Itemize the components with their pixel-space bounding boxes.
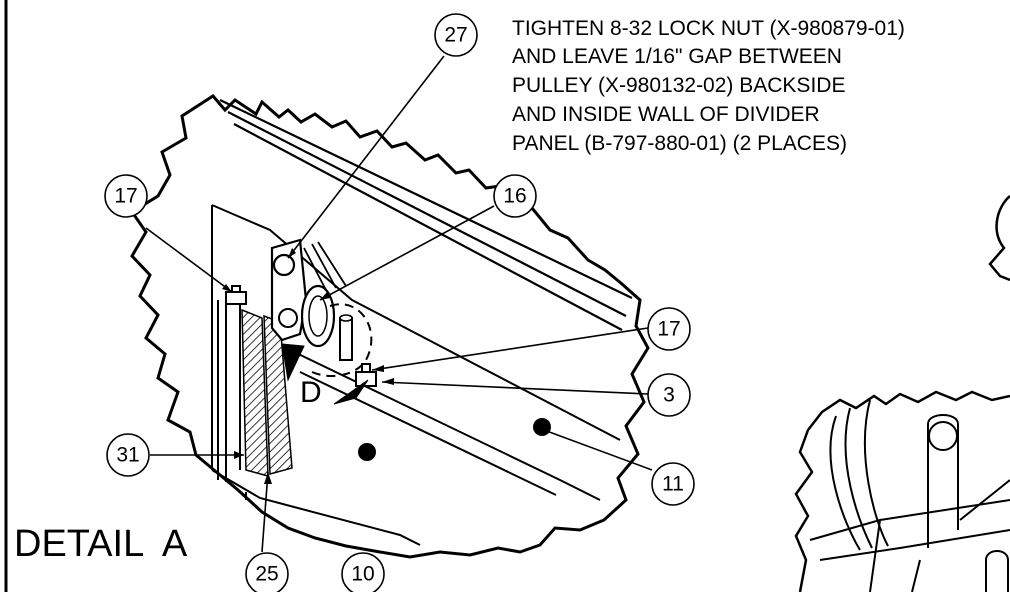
detail-d-label: D	[300, 376, 322, 409]
detail-d-circle	[311, 303, 373, 377]
callout-10-label: 10	[351, 563, 374, 586]
detail-d-arrow-2	[333, 379, 369, 405]
callout-25: 25	[245, 552, 289, 592]
divider-panel	[211, 204, 621, 546]
leader-lines	[145, 55, 653, 553]
assembly-note: TIGHTEN 8-32 LOCK NUT (X-980879-01) AND …	[512, 17, 905, 155]
panel-hole-11	[533, 418, 551, 436]
callout-31: 31	[106, 433, 150, 477]
lock-nut-right	[355, 363, 377, 387]
panel-hole-10	[358, 443, 376, 461]
lock-nut-left	[225, 285, 247, 305]
post	[339, 317, 353, 361]
callout-16: 16	[493, 174, 537, 218]
callout-16-label: 16	[503, 185, 526, 208]
detail-title: DETAIL A	[14, 523, 188, 565]
right-figure-post-top	[928, 421, 958, 451]
callout-11-label: 11	[662, 473, 684, 496]
callout-31-label: 31	[116, 444, 139, 467]
callout-25-label: 25	[255, 563, 278, 586]
top-rail	[219, 99, 633, 331]
callout-3-label: 3	[663, 384, 675, 407]
note-line-4: AND INSIDE WALL OF DIVIDER	[512, 103, 820, 126]
note-line-2: AND LEAVE 1/16" GAP BETWEEN	[512, 45, 842, 68]
hatched-section-2	[263, 314, 293, 475]
right-figure-outline	[794, 195, 1010, 592]
pulley-inner	[308, 295, 328, 337]
callout-27-label: 27	[444, 24, 467, 47]
callout-17-right-label: 17	[657, 318, 680, 341]
bracket-hole	[278, 308, 298, 328]
bracket-nut	[272, 253, 296, 277]
detail-d-arrow-1	[281, 343, 305, 382]
callout-17-left-label: 17	[114, 185, 137, 208]
pulley	[300, 284, 336, 348]
callout-17-left: 17	[104, 174, 148, 218]
cable	[303, 241, 347, 291]
note-line-1: TIGHTEN 8-32 LOCK NUT (X-980879-01)	[512, 17, 905, 40]
callout-3: 3	[647, 373, 691, 417]
detail-outline	[129, 94, 650, 559]
note-line-3: PULLEY (X-980132-02) BACKSIDE	[512, 74, 845, 97]
callout-17-right: 17	[647, 307, 691, 351]
callout-11: 11	[651, 462, 695, 506]
callout-27: 27	[434, 13, 478, 57]
post-top	[339, 314, 353, 322]
callout-10: 10	[341, 552, 385, 592]
leader-arrowheads	[222, 248, 394, 484]
side-bracket	[217, 300, 247, 500]
note-line-5: PANEL (B-797-880-01) (2 PLACES)	[512, 132, 847, 155]
right-figure-parts	[809, 399, 1010, 592]
